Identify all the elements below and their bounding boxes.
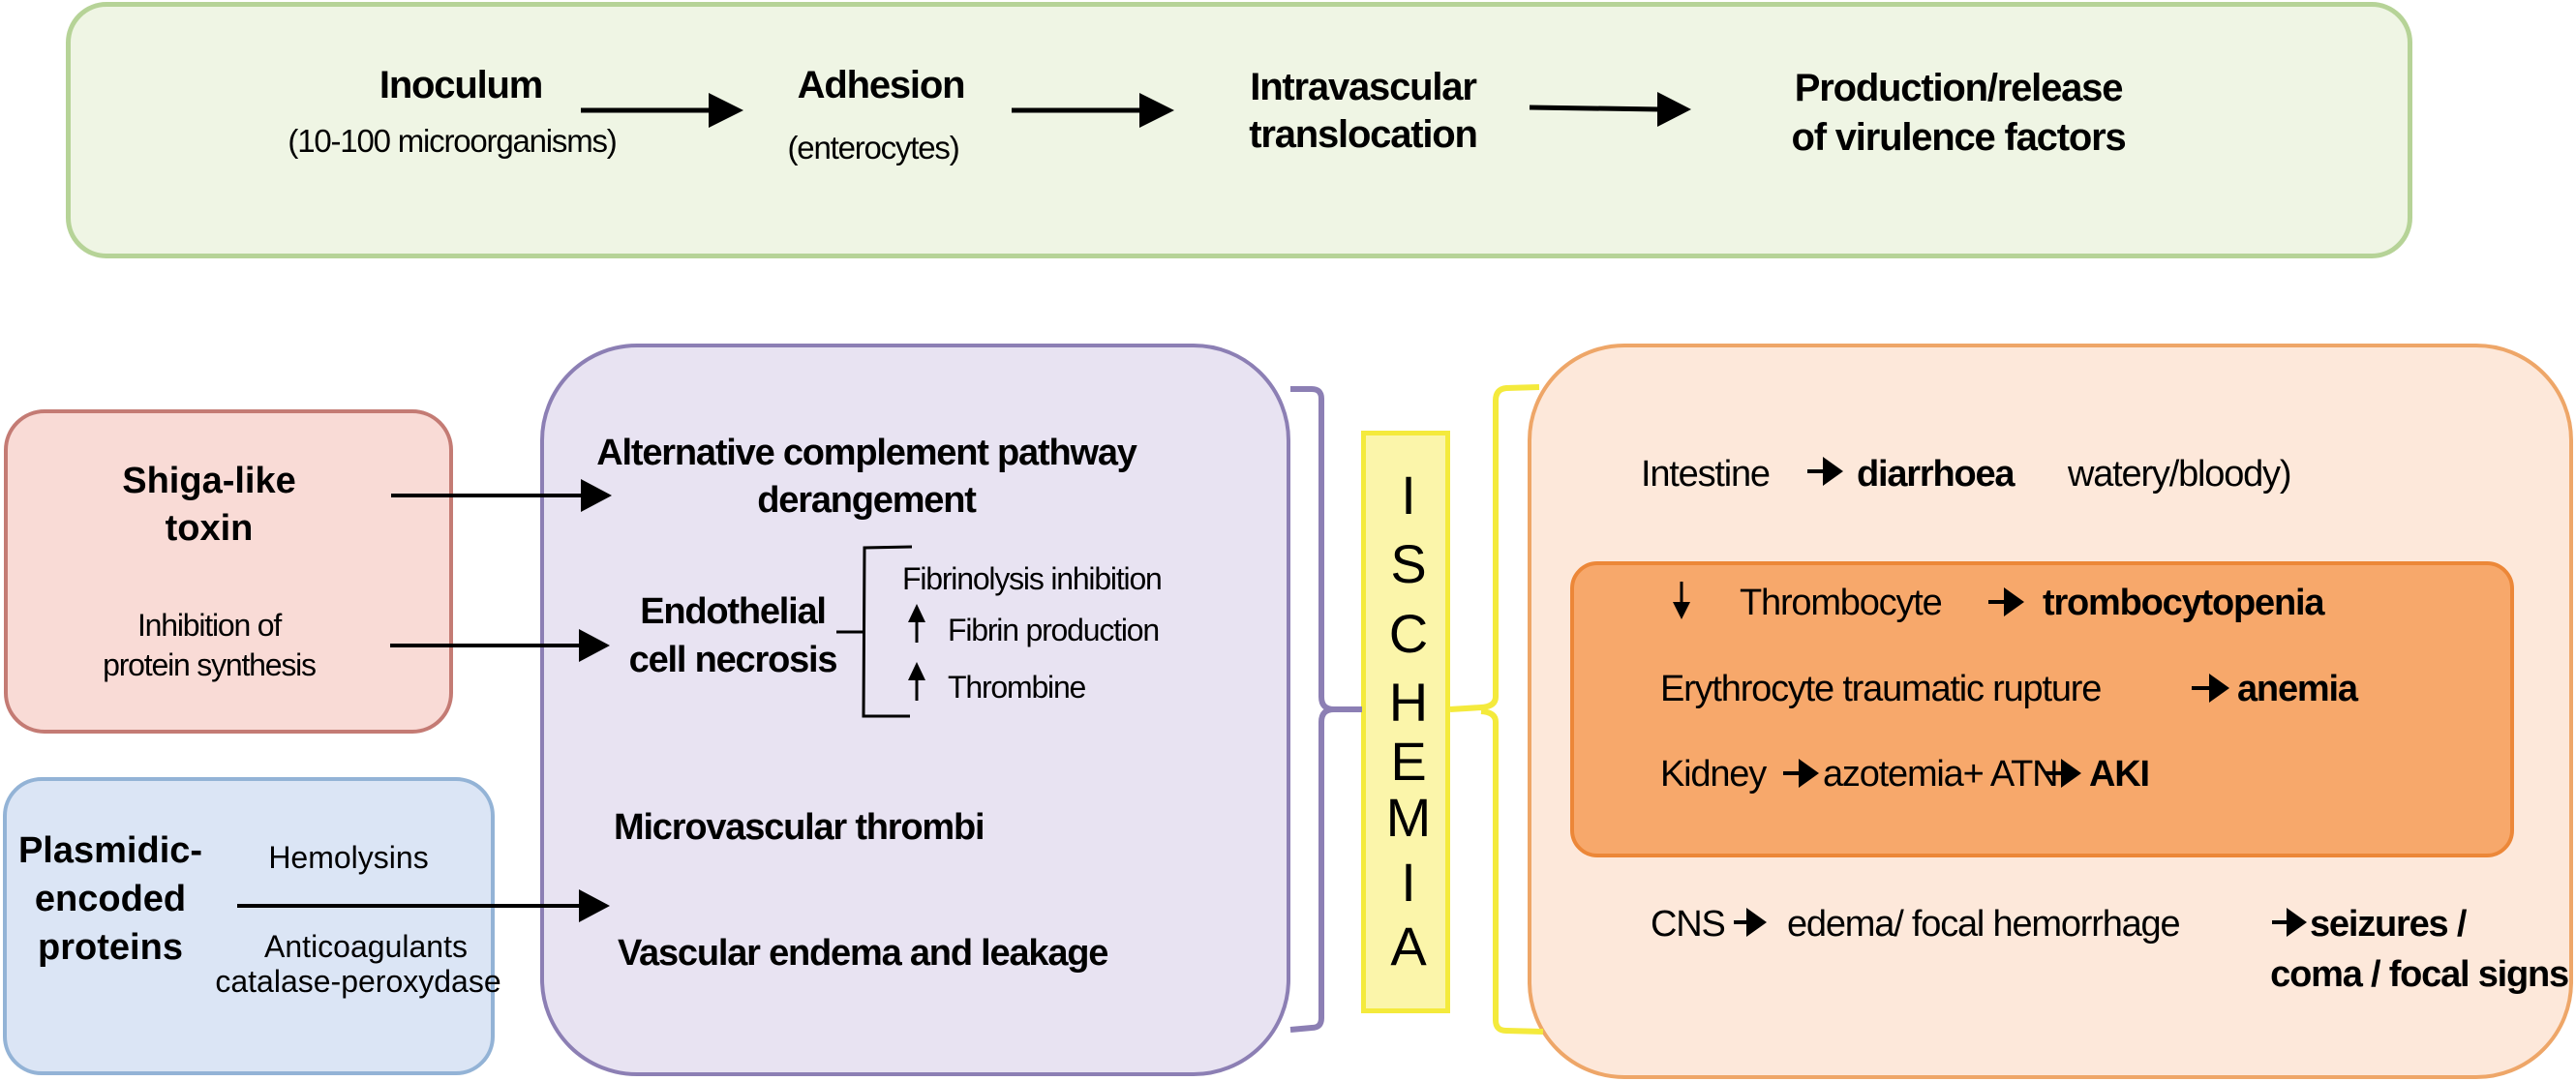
plasmid-title-line1: Plasmidic-: [17, 830, 203, 871]
kidney-middle: azotemia+ ATN: [1823, 754, 2059, 795]
plasmid-item-anticoagulants: Anticoagulants: [264, 929, 468, 964]
complement-line1: Alternative complement pathway: [596, 433, 1137, 473]
erythrocyte-result: anemia: [2237, 669, 2358, 709]
ischemia-letter: H: [1388, 672, 1429, 733]
intestine-detail: watery/bloody): [2068, 454, 2292, 495]
shiga-toxin-box: [4, 409, 453, 734]
step-inoculum-title: Inoculum: [379, 64, 543, 106]
hematologic-renal-box: [1570, 561, 2514, 857]
vascular-leakage: Vascular endema and leakage: [618, 933, 1108, 974]
step-translocation-line1: Intravascular: [1250, 66, 1477, 108]
mechanisms-bracket: [1289, 386, 1362, 1033]
step-inoculum-subtitle: (10-100 microorganisms): [288, 123, 617, 159]
cns-middle: edema/ focal hemorrhage: [1787, 904, 2181, 945]
ischemia-letter: A: [1390, 916, 1427, 976]
ischemia-letter: I: [1401, 465, 1416, 525]
mechanisms-box: [540, 344, 1290, 1076]
thrombocyte-cause: Thrombocyte: [1740, 583, 1943, 623]
step-adhesion-title: Adhesion: [797, 64, 966, 106]
shiga-effect-line2: protein synthesis: [103, 647, 317, 682]
endothelial-line2: cell necrosis: [628, 640, 838, 680]
sub-effect-fibrinolysis: Fibrinolysis inhibition: [902, 561, 1163, 596]
shiga-title-line1: Shiga-like: [122, 461, 296, 501]
ischemia-letter: C: [1388, 603, 1429, 664]
kidney-result: AKI: [2089, 754, 2150, 795]
ischemia-letter: S: [1390, 533, 1427, 594]
pathogenesis-flow-box: [66, 2, 2412, 258]
cns-result-line1: seizures /: [2310, 904, 2467, 945]
ischemia-box: [1361, 431, 1450, 1013]
intestine-organ: Intestine: [1641, 454, 1771, 495]
cns-result-line2: coma / focal signs: [2270, 954, 2569, 995]
kidney-cause: Kidney: [1660, 754, 1767, 795]
step-adhesion-subtitle: (enterocytes): [787, 130, 960, 165]
plasmid-title-line3: proteins: [38, 927, 183, 968]
intestine-result: diarrhoea: [1857, 454, 2015, 495]
complement-line2: derangement: [757, 480, 977, 521]
plasmid-title-line2: encoded: [34, 879, 187, 919]
cns-organ: CNS: [1651, 904, 1726, 945]
thrombocyte-result: trombocytopenia: [2043, 583, 2324, 623]
shiga-title-line2: toxin: [165, 508, 254, 549]
ischemia-letter: I: [1401, 852, 1416, 913]
ischemia-letter: E: [1390, 731, 1427, 792]
erythrocyte-cause: Erythrocyte traumatic rupture: [1660, 669, 2102, 709]
shiga-effect-line1: Inhibition of: [136, 608, 282, 643]
ischemia-letter: M: [1385, 787, 1432, 848]
step-virulence-line2: of virulence factors: [1791, 116, 2126, 159]
plasmid-proteins-box: [3, 777, 495, 1075]
microvascular-thrombi: Microvascular thrombi: [614, 807, 985, 848]
sub-effect-thrombine: Thrombine: [948, 670, 1086, 705]
plasmid-item-catalase: catalase-peroxydase: [215, 964, 501, 999]
endothelial-line1: Endothelial: [640, 591, 827, 632]
plasmid-item-hemolysins: Hemolysins: [268, 840, 429, 875]
step-translocation-line2: translocation: [1249, 113, 1478, 156]
sub-effect-fibrin: Fibrin production: [948, 613, 1160, 647]
step-virulence-line1: Production/release: [1794, 67, 2124, 109]
